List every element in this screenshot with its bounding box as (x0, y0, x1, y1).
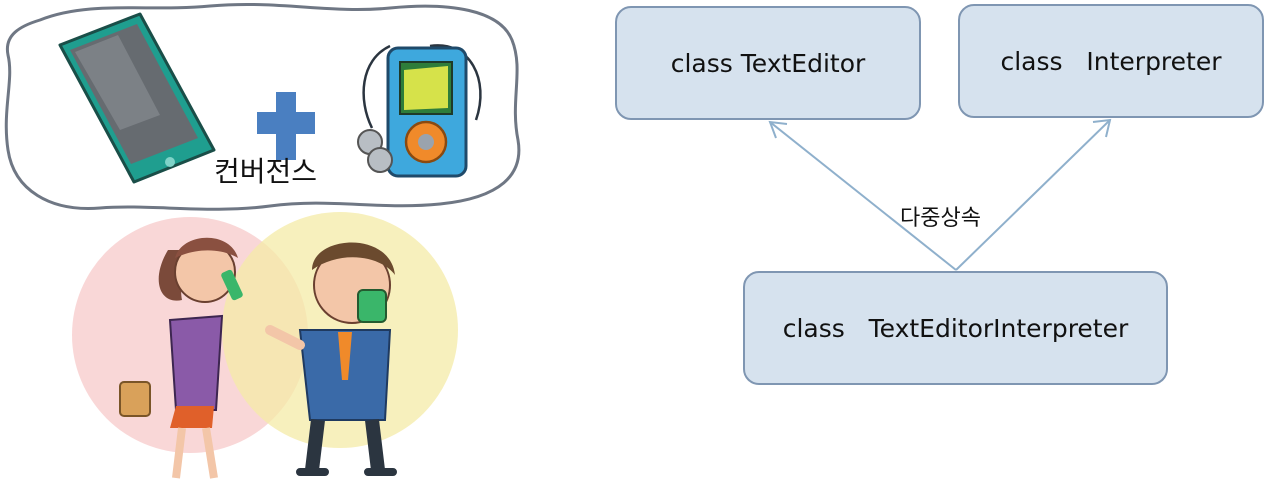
mp3-player-icon (357, 44, 482, 178)
multiple-inheritance-label: 다중상속 (900, 206, 981, 231)
arrow-to-texteditor (769, 121, 957, 271)
arrow-to-interpreter (955, 119, 1111, 271)
convergence-illustration (4, 3, 521, 479)
class-box-interpreter: class Interpreter (958, 4, 1264, 118)
class-box-texteditor: class TextEditor (615, 6, 921, 120)
convergence-label: 컨버전스 (214, 155, 318, 188)
man-on-phone-icon (265, 242, 397, 476)
class-box-texteditorinterpreter: class TextEditorInterpreter (743, 271, 1168, 385)
arrowhead-texteditor (768, 120, 788, 139)
smartphone-icon (58, 12, 216, 184)
plus-icon (257, 92, 315, 160)
woman-on-phone-icon (119, 237, 243, 479)
arrowhead-interpreter (1092, 118, 1112, 138)
